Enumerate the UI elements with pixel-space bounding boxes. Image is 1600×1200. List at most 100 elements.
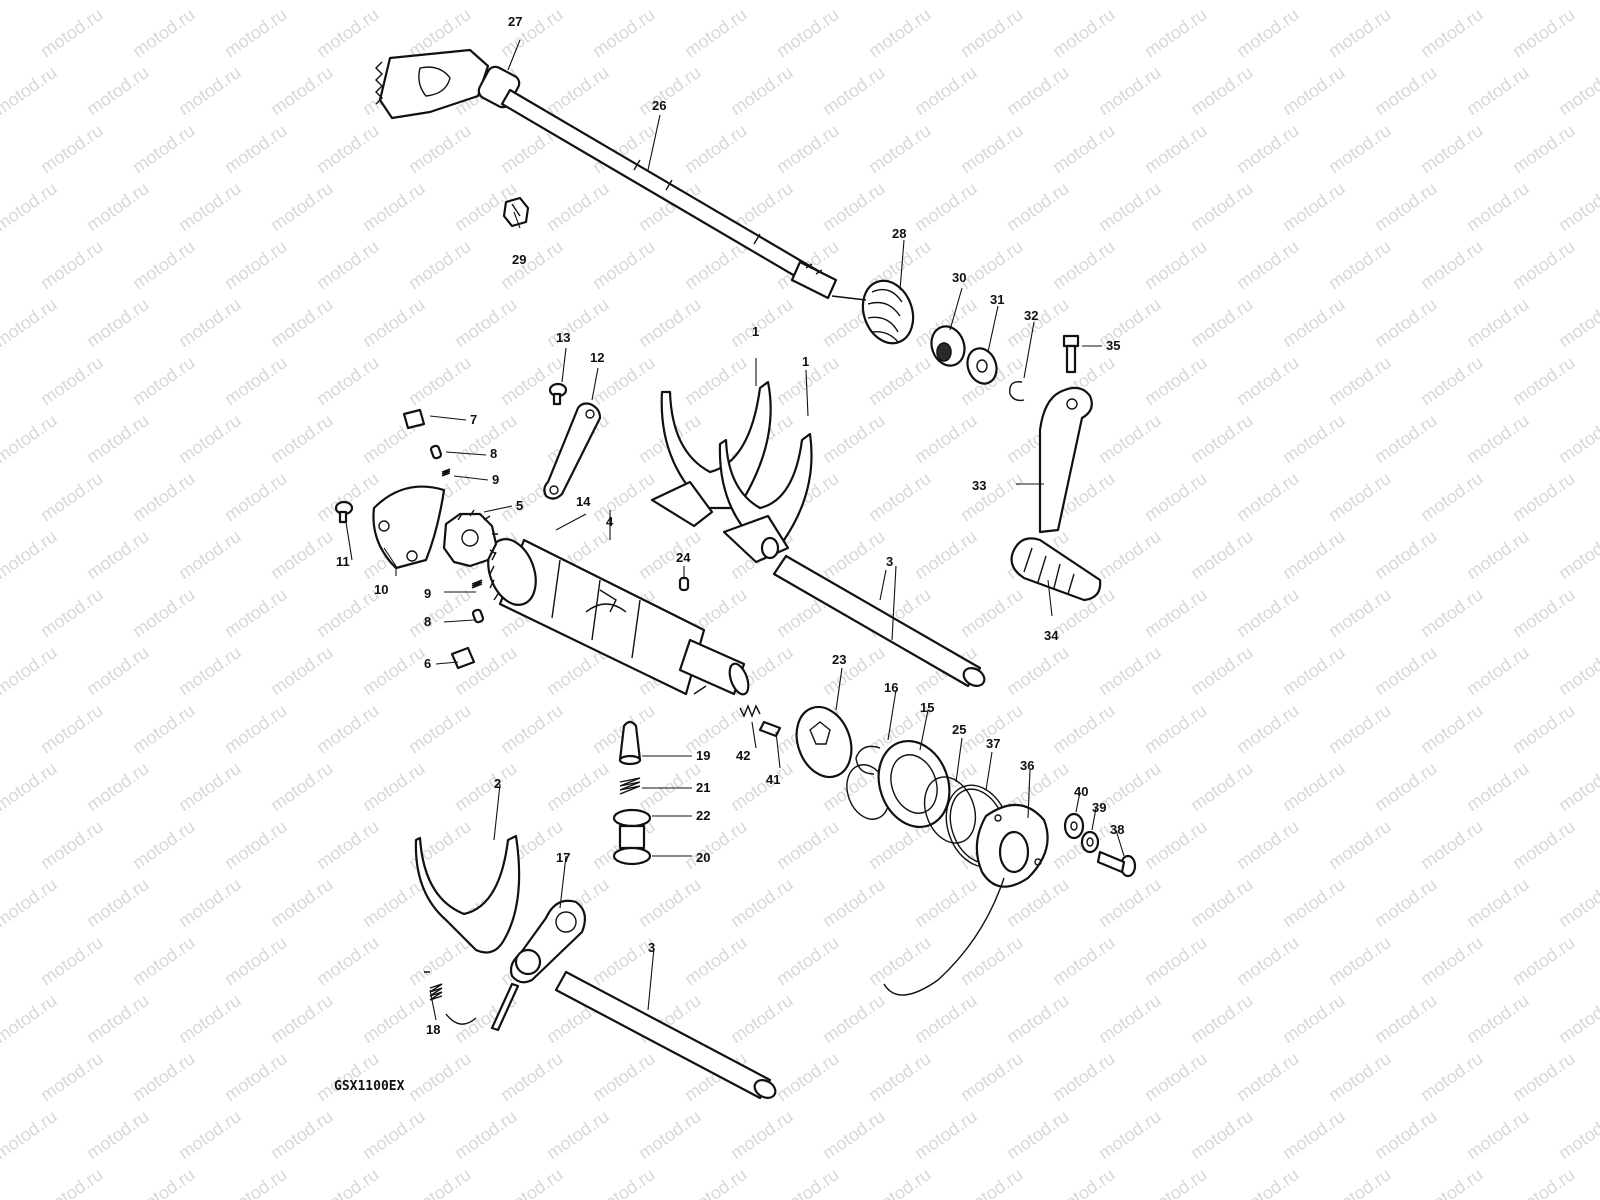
callout-20: 20 bbox=[696, 850, 710, 865]
watermark-text: motod.ru bbox=[1325, 120, 1395, 177]
callout-17: 17 bbox=[556, 850, 570, 865]
watermark-text: motod.ru bbox=[1233, 1164, 1303, 1200]
watermark-text: motod.ru bbox=[83, 294, 153, 351]
watermark-text: motod.ru bbox=[0, 0, 60, 3]
watermark-text: motod.ru bbox=[129, 4, 199, 61]
watermark-text: motod.ru bbox=[1095, 62, 1165, 119]
watermark-text: motod.ru bbox=[727, 758, 797, 815]
seal-30 bbox=[930, 325, 966, 367]
watermark-text: motod.ru bbox=[221, 584, 291, 641]
watermark-text: motod.ru bbox=[405, 700, 475, 757]
watermark-text: motod.ru bbox=[221, 1164, 291, 1200]
washer-40 bbox=[1063, 812, 1085, 840]
watermark-text: motod.ru bbox=[129, 352, 199, 409]
watermark-text: motod.ru bbox=[1141, 816, 1211, 873]
watermark-text: motod.ru bbox=[267, 526, 337, 583]
watermark-text: motod.ru bbox=[1371, 526, 1441, 583]
watermark-text: motod.ru bbox=[313, 352, 383, 409]
gear-shift-arm-17 bbox=[490, 899, 587, 1032]
watermark-text: motod.ru bbox=[1141, 468, 1211, 525]
watermark-text: motod.ru bbox=[1279, 642, 1349, 699]
watermark-text: motod.ru bbox=[635, 0, 705, 3]
plunger-19 bbox=[618, 720, 642, 766]
callout-27: 27 bbox=[508, 14, 522, 29]
watermark-text: motod.ru bbox=[635, 758, 705, 815]
watermark-text: motod.ru bbox=[1371, 178, 1441, 235]
watermark-text: motod.ru bbox=[1417, 468, 1487, 525]
watermark-text: motod.ru bbox=[1509, 468, 1579, 525]
watermark-text: motod.ru bbox=[1371, 874, 1441, 931]
watermark-text: motod.ru bbox=[1555, 410, 1600, 467]
watermark-text: motod.ru bbox=[1417, 1048, 1487, 1105]
pin-24 bbox=[678, 576, 690, 592]
watermark-text: motod.ru bbox=[497, 4, 567, 61]
watermark-text: motod.ru bbox=[267, 294, 337, 351]
watermark-text: motod.ru bbox=[911, 990, 981, 1047]
circlip-25 bbox=[923, 776, 977, 844]
watermark-text: motod.ru bbox=[1187, 526, 1257, 583]
watermark-text: motod.ru bbox=[1509, 700, 1579, 757]
watermark-text: motod.ru bbox=[1141, 1048, 1211, 1105]
shift-fork-2 bbox=[414, 834, 521, 954]
watermark-text: motod.ru bbox=[129, 816, 199, 873]
watermark-text: motod.ru bbox=[1555, 294, 1600, 351]
watermark-text: motod.ru bbox=[451, 1106, 521, 1163]
watermark-text: motod.ru bbox=[1325, 932, 1395, 989]
watermark-text: motod.ru bbox=[0, 642, 60, 699]
watermark-text: motod.ru bbox=[1095, 642, 1165, 699]
watermark-text: motod.ru bbox=[1417, 932, 1487, 989]
watermark-text: motod.ru bbox=[175, 62, 245, 119]
watermark-text: motod.ru bbox=[313, 120, 383, 177]
watermark-text: motod.ru bbox=[1279, 62, 1349, 119]
watermark-text: motod.ru bbox=[1003, 1106, 1073, 1163]
callout-33: 33 bbox=[972, 478, 986, 493]
callout-35: 35 bbox=[1106, 338, 1120, 353]
watermark-text: motod.ru bbox=[1233, 4, 1303, 61]
watermark-text: motod.ru bbox=[1417, 236, 1487, 293]
callout-5: 5 bbox=[516, 498, 523, 513]
watermark-text: motod.ru bbox=[1233, 584, 1303, 641]
watermark-text: motod.ru bbox=[37, 584, 107, 641]
watermark-text: motod.ru bbox=[681, 4, 751, 61]
callout-15: 15 bbox=[920, 700, 934, 715]
watermark-text: motod.ru bbox=[1141, 236, 1211, 293]
watermark-text: motod.ru bbox=[267, 758, 337, 815]
watermark-text: motod.ru bbox=[773, 1048, 843, 1105]
return-spring-28 bbox=[831, 279, 915, 345]
watermark-text: motod.ru bbox=[819, 990, 889, 1047]
watermark-text: motod.ru bbox=[1095, 990, 1165, 1047]
watermark-text: motod.ru bbox=[497, 700, 567, 757]
watermark-text: motod.ru bbox=[1095, 874, 1165, 931]
watermark-text: motod.ru bbox=[313, 468, 383, 525]
watermark-text: motod.ru bbox=[911, 178, 981, 235]
watermark-text: motod.ru bbox=[313, 700, 383, 757]
watermark-text: motod.ru bbox=[1279, 758, 1349, 815]
callout-6: 6 bbox=[424, 656, 431, 671]
watermark-text: motod.ru bbox=[1325, 1048, 1395, 1105]
watermark-text: motod.ru bbox=[911, 526, 981, 583]
watermark-text: motod.ru bbox=[911, 0, 981, 3]
watermark-text: motod.ru bbox=[0, 410, 60, 467]
watermark-text: motod.ru bbox=[635, 874, 705, 931]
watermark-text: motod.ru bbox=[957, 236, 1027, 293]
watermark-text: motod.ru bbox=[865, 1164, 935, 1200]
watermark-text: motod.ru bbox=[37, 120, 107, 177]
watermark-text: motod.ru bbox=[1555, 178, 1600, 235]
watermark-text: motod.ru bbox=[359, 294, 429, 351]
watermark-text: motod.ru bbox=[1141, 120, 1211, 177]
pin-41 bbox=[758, 720, 782, 738]
watermark-text: motod.ru bbox=[1509, 1164, 1579, 1200]
watermark-text: motod.ru bbox=[635, 62, 705, 119]
watermark-text: motod.ru bbox=[129, 1164, 199, 1200]
watermark-text: motod.ru bbox=[819, 410, 889, 467]
watermark-text: motod.ru bbox=[1463, 410, 1533, 467]
watermark-text: motod.ru bbox=[957, 4, 1027, 61]
watermark-text: motod.ru bbox=[543, 758, 613, 815]
watermark-text: motod.ru bbox=[0, 990, 60, 1047]
watermark-text: motod.ru bbox=[957, 468, 1027, 525]
watermark-text: motod.ru bbox=[497, 236, 567, 293]
callout-19: 19 bbox=[696, 748, 710, 763]
watermark-text: motod.ru bbox=[405, 1048, 475, 1105]
watermark-text: motod.ru bbox=[1463, 1106, 1533, 1163]
watermark-text: motod.ru bbox=[681, 352, 751, 409]
